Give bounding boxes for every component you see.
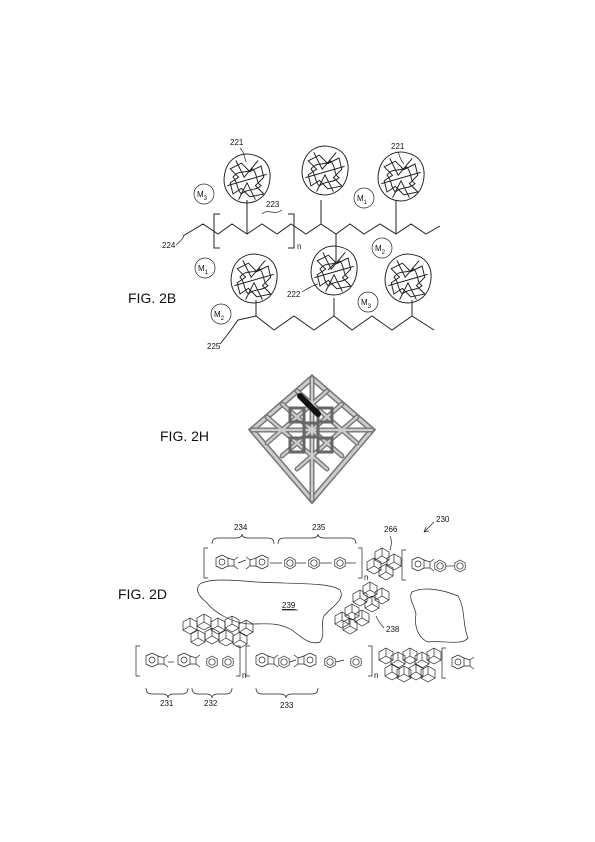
ref-238: 238 bbox=[386, 625, 400, 634]
mof-particle bbox=[384, 253, 432, 304]
ref-222: 222 bbox=[287, 290, 301, 299]
metal-m3-a: M3 bbox=[193, 183, 215, 205]
figure-2b: FIG. 2B n M3 M bbox=[128, 138, 441, 351]
upper-polymer-chain bbox=[182, 223, 441, 237]
ref-232: 232 bbox=[204, 699, 218, 708]
mof-crystal-cluster-lower bbox=[378, 647, 442, 683]
metal-m2-b: M2 bbox=[210, 303, 232, 325]
fig-2d-title: FIG. 2D bbox=[118, 586, 167, 602]
metal-m1-a: M1 bbox=[353, 187, 375, 209]
mof-particle bbox=[310, 245, 358, 296]
pore-void-right bbox=[410, 588, 469, 643]
svg-text:M3: M3 bbox=[361, 298, 372, 310]
svg-text:M2: M2 bbox=[214, 310, 225, 322]
svg-text:M3: M3 bbox=[197, 190, 208, 202]
repeat-n-2d-a: n bbox=[364, 573, 368, 582]
ref-221-a: 221 bbox=[230, 138, 244, 147]
ref-223: 223 bbox=[266, 200, 280, 209]
figure-2h: FIG. 2H bbox=[160, 374, 377, 505]
ref-225: 225 bbox=[207, 342, 221, 351]
ref-221-b: 221 bbox=[391, 142, 405, 151]
ref-233: 233 bbox=[280, 701, 294, 710]
ref-234: 234 bbox=[234, 523, 248, 532]
mof-crystal-cluster-left bbox=[182, 613, 254, 649]
mof-particle bbox=[301, 145, 349, 196]
pore-void-239 bbox=[197, 579, 342, 644]
mof-lattice-framework bbox=[247, 374, 377, 505]
upper-polyimide-chain: n bbox=[203, 547, 466, 582]
figure-2d: FIG. 2D 230 234 235 266 n bbox=[118, 515, 475, 710]
metal-m2-a: M2 bbox=[371, 237, 393, 259]
ref-266: 266 bbox=[384, 525, 398, 534]
ref-239: 239 bbox=[282, 601, 296, 610]
fig-2h-title: FIG. 2H bbox=[160, 428, 209, 444]
repeat-bracket-right bbox=[288, 213, 295, 249]
metal-m1-b: M1 bbox=[194, 257, 216, 279]
repeat-n-2d-c: n bbox=[374, 671, 378, 680]
metal-m3-b: M3 bbox=[357, 291, 379, 313]
repeat-n-2b: n bbox=[297, 242, 301, 251]
repeat-bracket-left bbox=[213, 213, 220, 249]
lower-polyimide-chain: n n bbox=[135, 645, 475, 680]
svg-text:M2: M2 bbox=[375, 244, 386, 256]
mof-particle bbox=[223, 153, 271, 204]
mof-particle bbox=[230, 253, 278, 304]
lower-polymer-chain bbox=[237, 315, 435, 331]
ref-224: 224 bbox=[162, 241, 176, 250]
svg-text:M1: M1 bbox=[357, 194, 368, 206]
ref-235: 235 bbox=[312, 523, 326, 532]
fig-2b-title: FIG. 2B bbox=[128, 290, 176, 306]
svg-text:M1: M1 bbox=[198, 264, 209, 276]
ref-231: 231 bbox=[160, 699, 174, 708]
ref-230: 230 bbox=[436, 515, 450, 524]
repeat-n-2d-b: n bbox=[242, 671, 246, 680]
